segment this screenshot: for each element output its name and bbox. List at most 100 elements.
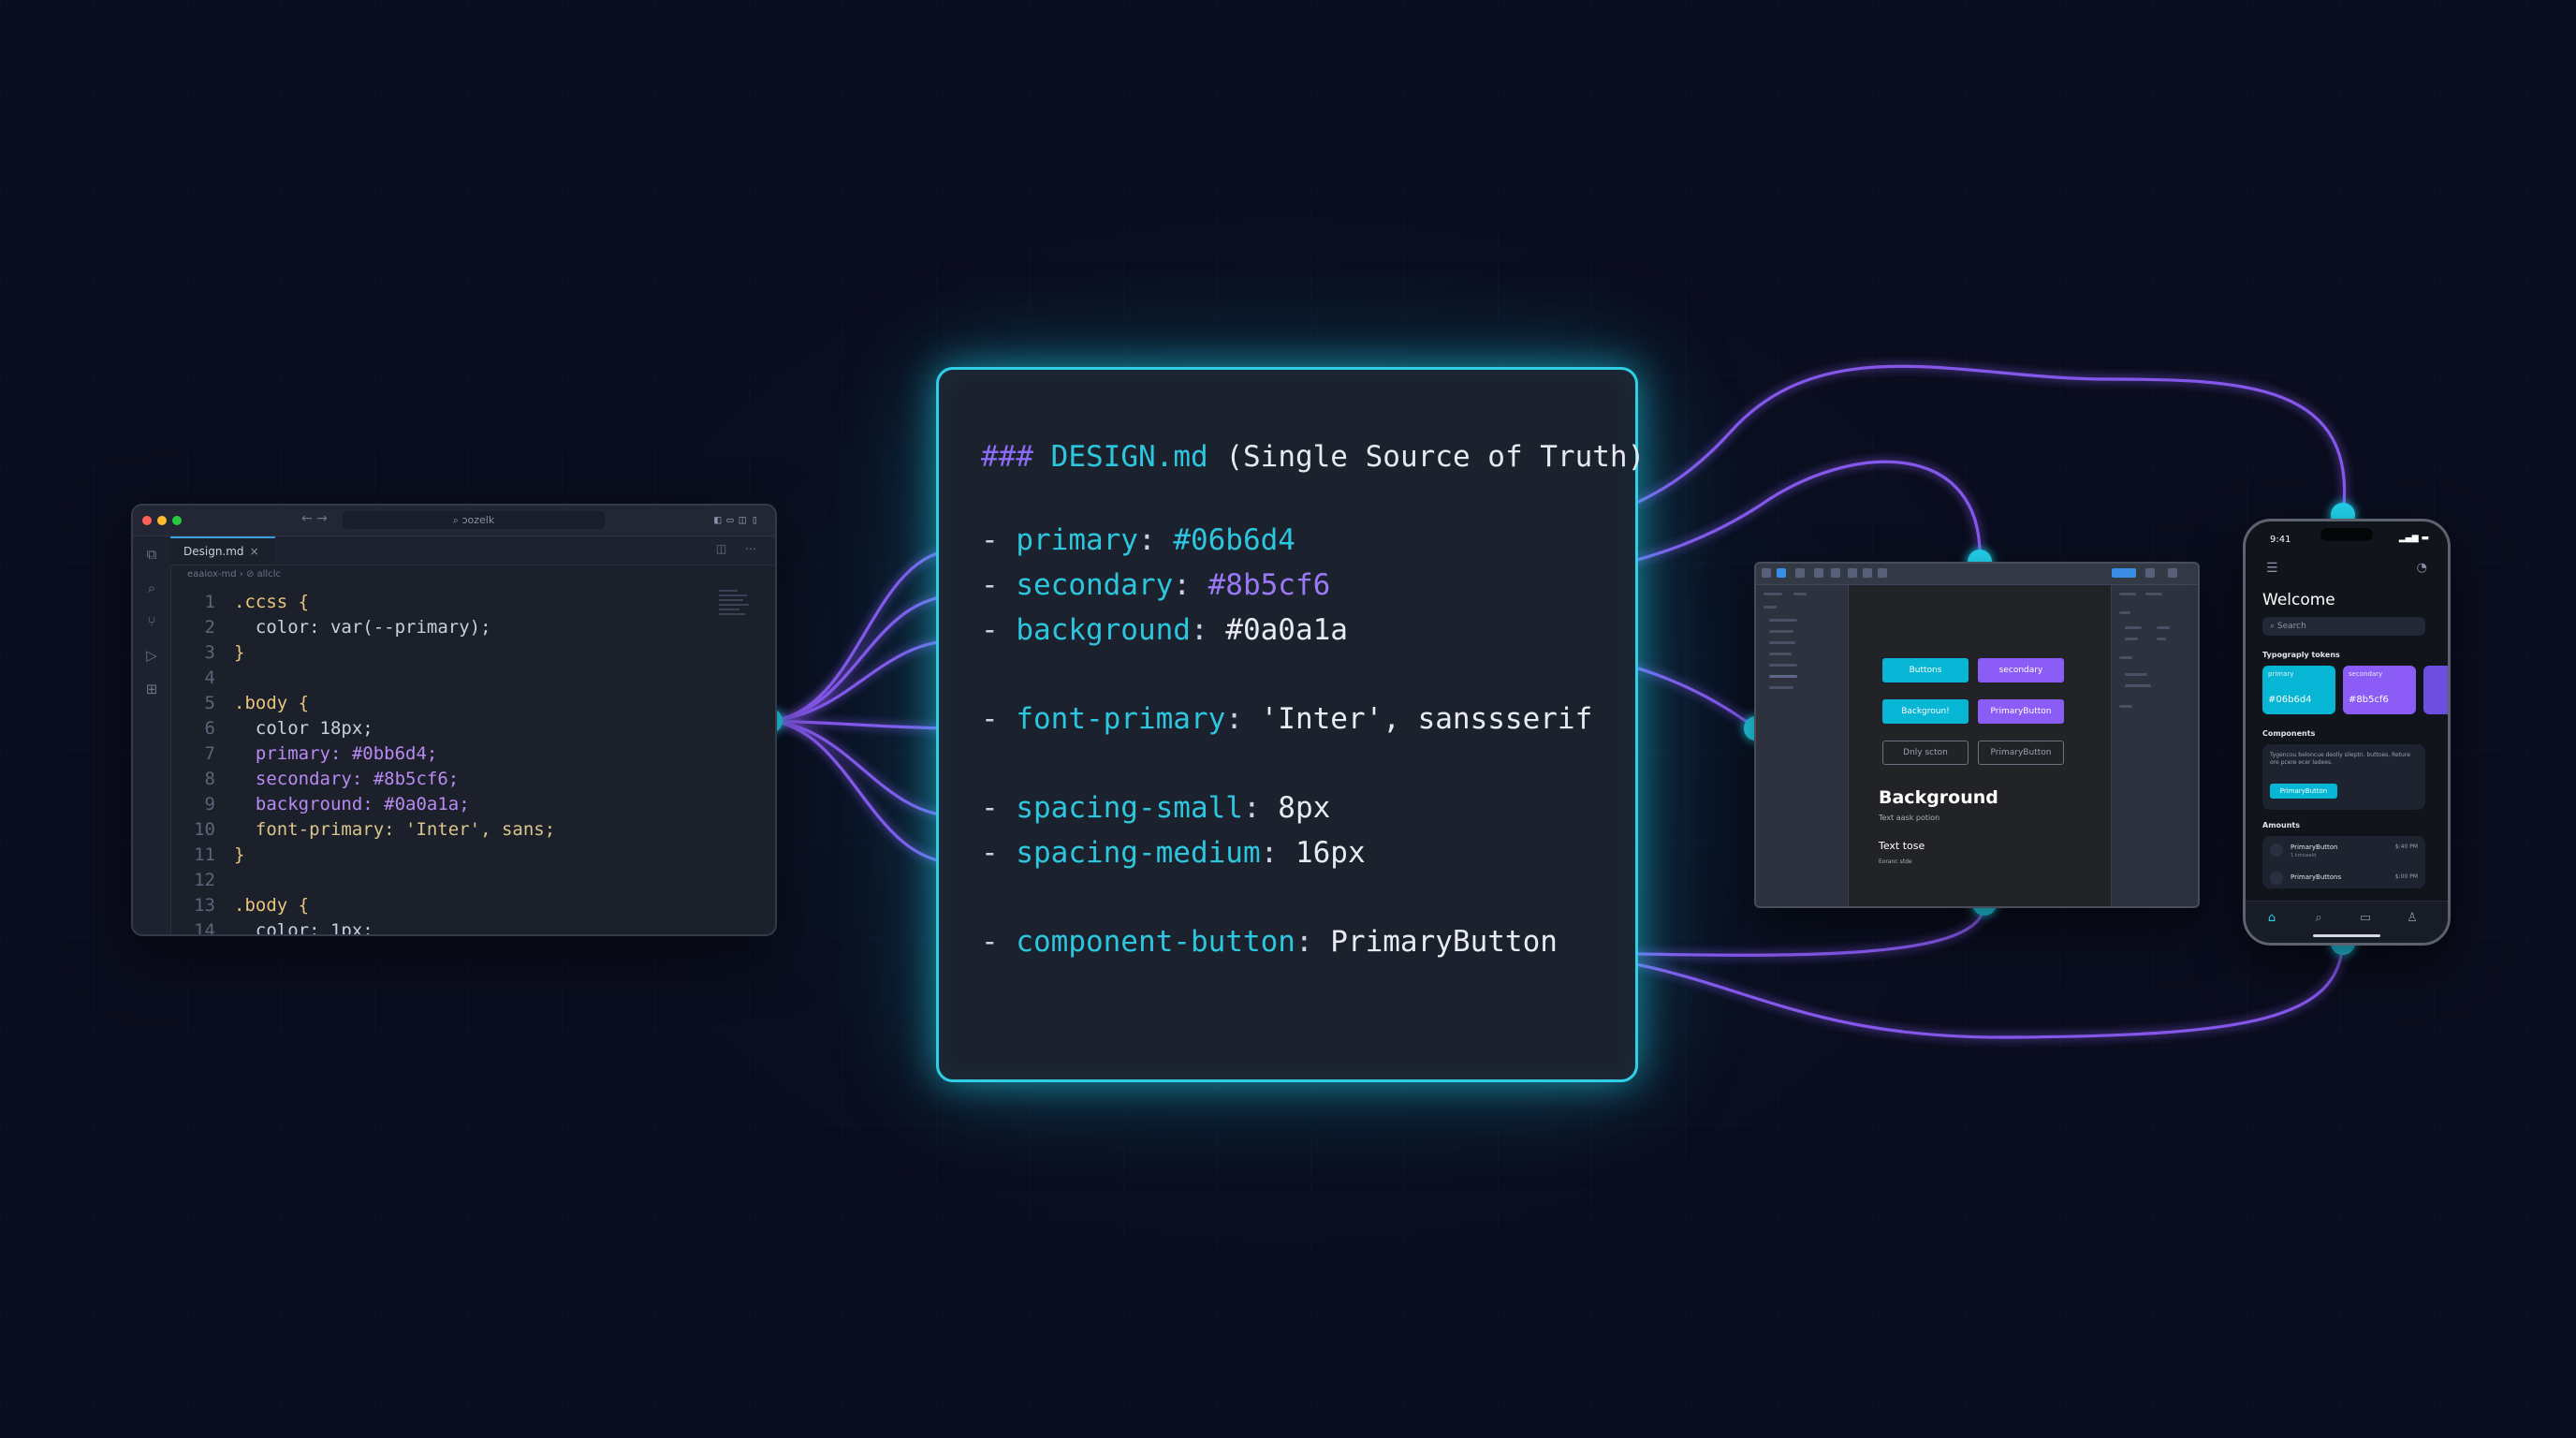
code-text: color: var(--primary); [234, 617, 491, 638]
token-bullet: - [981, 791, 1017, 825]
profile-icon[interactable]: ♙ [2407, 911, 2418, 925]
code-line[interactable]: 14 color: 1px; [170, 918, 373, 934]
close-dot[interactable] [142, 516, 152, 525]
code-line[interactable]: 8 secondary: #8b5cf6; [170, 767, 460, 792]
token-component-button: - component-button: PrimaryButton [981, 925, 1558, 959]
desktop-button-outline-primary[interactable]: PrimaryButton [1978, 741, 2064, 765]
line-number: 3 [204, 642, 215, 663]
heading-hash: ### [981, 440, 1033, 474]
phone-component-text: Tygencou beloncue deolly sileptn. buttoe… [2270, 752, 2410, 766]
desktop-button-primarybutton[interactable]: PrimaryButton [1978, 699, 2064, 724]
desktop-button-primary[interactable]: Buttons [1882, 658, 1969, 682]
list-item-name: PrimaryButtons [2291, 873, 2342, 881]
phone-component-card: Tygencou beloncue deolly sileptn. buttoe… [2262, 744, 2425, 810]
token-value: 'Inter', sanssserif [1260, 702, 1593, 736]
swatch-secondary[interactable]: secondary #8b5cf6 [2343, 666, 2416, 714]
copy-icon[interactable]: ⧉ [146, 546, 157, 563]
desktop-properties-panel [2111, 585, 2198, 906]
calendar-icon[interactable]: ▭ [2359, 911, 2372, 925]
phone-tokens-label: Typograply tokens [2262, 651, 2340, 659]
code-text: .body { [234, 895, 310, 916]
code-line[interactable]: 2 color: var(--primary); [170, 615, 491, 640]
split-editor-icon[interactable]: ◫ ⋯ [715, 542, 764, 555]
design-doc-heading: ### DESIGN.md (Single Source of Truth) [981, 440, 1645, 474]
signal-battery-icon: ▂▄▆ ▬ [2398, 534, 2429, 543]
code-text: font-primary: 'Inter', sans; [234, 819, 556, 840]
token-font-primary: - font-primary: 'Inter', sanssserif [981, 702, 1592, 736]
breadcrumb[interactable]: eaaiox-md › ⊘ allclc [187, 569, 281, 580]
code-line[interactable]: 1.ccss { [170, 590, 310, 615]
line-number: 4 [204, 668, 215, 688]
tab-design-md[interactable]: Design.md × [170, 536, 275, 565]
branch-icon[interactable]: ⑂ [147, 613, 156, 630]
token-bullet: - [981, 613, 1017, 647]
phone-search-input[interactable]: ⌕ Search [2262, 617, 2425, 636]
code-line[interactable]: 3} [170, 640, 245, 666]
desktop-app-preview: Buttons secondary Backgroun! PrimaryButt… [1754, 562, 2200, 908]
tab-label: Design.md [183, 545, 244, 558]
line-number: 9 [204, 794, 215, 814]
token-key: secondary [1016, 568, 1174, 602]
phone-components-label: Components [2262, 729, 2316, 738]
wire-editor-spacing-medium [769, 719, 959, 865]
phone-search-placeholder: Search [2276, 622, 2306, 631]
minimize-dot[interactable] [157, 516, 167, 525]
desktop-button-secondary[interactable]: secondary [1978, 658, 2064, 682]
menu-icon[interactable]: ☰ [2266, 561, 2278, 576]
search-icon[interactable]: ⌕ [2315, 911, 2322, 925]
code-line[interactable]: 6 color 18px; [170, 716, 373, 741]
search-icon[interactable]: ⌕ [147, 580, 156, 596]
token-spacing-medium: - spacing-medium: 16px [981, 836, 1366, 870]
list-item-sub: 1 kmowald [2291, 853, 2317, 858]
token-secondary: - secondary: #8b5cf6 [981, 568, 1330, 602]
desktop-button-background[interactable]: Backgroun! [1882, 699, 1969, 724]
line-number: 7 [204, 743, 215, 764]
run-icon[interactable]: ▷ [146, 647, 157, 664]
bell-icon[interactable]: ◔ [2416, 561, 2427, 575]
minimap[interactable] [719, 590, 751, 633]
code-text: .ccss { [234, 592, 310, 612]
list-avatar [2270, 844, 2283, 857]
code-line[interactable]: 4 [170, 666, 234, 691]
token-colon: : [1295, 925, 1331, 959]
desktop-toolbar [1756, 564, 2198, 585]
token-bullet: - [981, 836, 1017, 870]
nav-arrows-icon[interactable]: ← → [301, 511, 328, 526]
code-line[interactable]: 5.body { [170, 691, 310, 716]
wire-editor-background [769, 638, 959, 723]
token-key: spacing-small [1016, 791, 1243, 825]
heading-subtitle: (Single Source of Truth) [1225, 440, 1646, 474]
code-line[interactable]: 10 font-primary: 'Inter', sans; [170, 817, 555, 843]
swatch-secondary-name: secondary [2349, 670, 2383, 678]
code-line[interactable]: 12 [170, 868, 234, 893]
code-line[interactable]: 13.body { [170, 893, 309, 918]
token-value: 16px [1295, 836, 1366, 870]
code-line[interactable]: 9 background: #0a0a1a; [170, 792, 470, 817]
tab-close-icon[interactable]: × [249, 545, 259, 558]
desktop-background-title: Background [1879, 787, 1998, 808]
extensions-icon[interactable]: ⊞ [145, 681, 158, 697]
mobile-app-preview: 9:41 ▂▄▆ ▬ ☰ ◔ Welcome ⌕ Search Typograp… [2243, 519, 2451, 946]
maximize-dot[interactable] [172, 516, 182, 525]
phone-primary-button[interactable]: PrimaryButton [2270, 784, 2337, 799]
token-value: PrimaryButton [1330, 925, 1558, 959]
phone-title: Welcome [2262, 591, 2335, 609]
code-line[interactable]: 7 primary: #0bb6d4; [170, 741, 438, 767]
swatch-overflow[interactable] [2423, 666, 2448, 714]
editor-titlebar: ← → ⌕ ɔozelk ◧▭◫▯ [133, 506, 775, 536]
layout-icons[interactable]: ◧▭◫▯ [714, 513, 764, 526]
code-text: } [234, 642, 245, 663]
code-editor-window: ← → ⌕ ɔozelk ◧▭◫▯ ⧉ ⌕ ⑂ ▷ ⊞ Design.md × ◫… [131, 504, 777, 936]
home-icon[interactable]: ⌂ [2267, 911, 2276, 925]
wire-editor-secondary [769, 594, 959, 723]
token-key: component-button [1016, 925, 1295, 959]
line-number: 2 [204, 617, 215, 638]
editor-search-bar[interactable]: ⌕ ɔozelk [343, 511, 605, 529]
code-line[interactable]: 11} [170, 843, 244, 868]
desktop-text-title: Text tose [1879, 840, 1925, 852]
swatch-primary[interactable]: primary #06b6d4 [2262, 666, 2335, 714]
phone-notch [2320, 528, 2373, 541]
desktop-button-outline[interactable]: Dnly scton [1882, 741, 1969, 765]
token-bullet: - [981, 925, 1017, 959]
